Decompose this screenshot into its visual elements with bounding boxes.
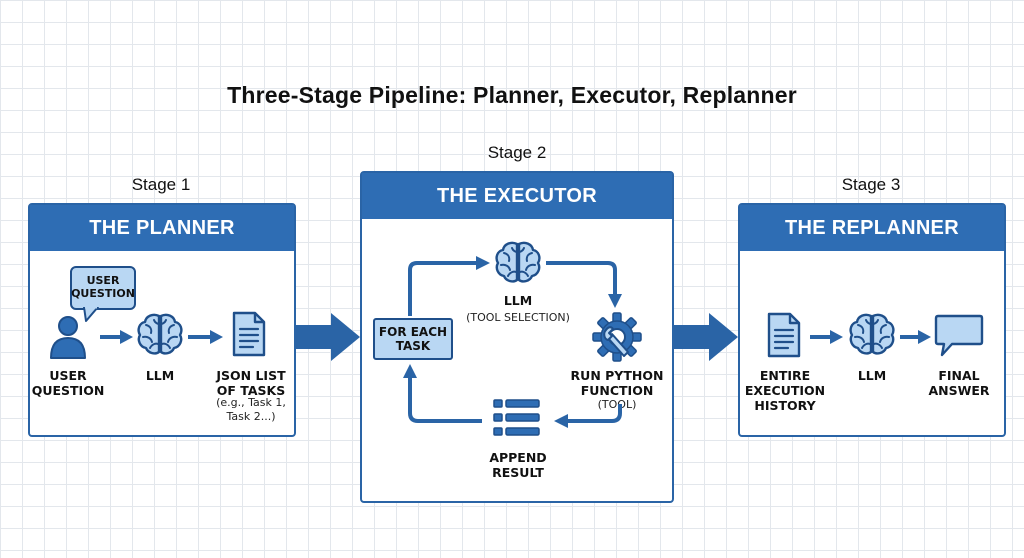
replanner-flow-arrows xyxy=(810,330,931,344)
brain-icon xyxy=(495,241,541,283)
run-python-label: RUN PYTHON FUNCTION xyxy=(570,368,664,398)
planner-flow-arrows xyxy=(100,330,223,344)
stage-3-label: Stage 3 xyxy=(841,175,901,194)
executor-loop-arrowheads xyxy=(403,256,622,428)
gear-wrench-icon xyxy=(592,312,642,362)
executor-header: THE EXECUTOR xyxy=(362,173,672,219)
for-each-task-label: FOR EACH TASK xyxy=(378,324,448,353)
chat-bubble-icon xyxy=(934,314,984,357)
execution-history-label: ENTIRE EXECUTION HISTORY xyxy=(744,368,826,413)
document-icon xyxy=(767,312,801,358)
stage-1-label: Stage 1 xyxy=(131,175,191,194)
brain-icon xyxy=(849,313,895,355)
user-question-bubble-text: USER QUESTION xyxy=(71,274,135,300)
final-answer-label: FINAL ANSWER xyxy=(928,368,990,398)
run-python-sub: (TOOL) xyxy=(597,398,637,411)
executor-llm-label: LLM xyxy=(503,293,533,308)
json-list-label: JSON LIST OF TASKS xyxy=(216,368,286,398)
for-each-task-box: FOR EACH TASK xyxy=(373,318,453,360)
executor-llm-sub: (TOOL SELECTION) xyxy=(466,311,570,324)
user-icon xyxy=(50,316,86,359)
planner-header: THE PLANNER xyxy=(30,205,294,251)
executor-loop-arrows xyxy=(408,261,622,423)
bubble-tail xyxy=(83,307,99,322)
brain-icon xyxy=(137,313,183,355)
user-question-label: USER QUESTION xyxy=(31,368,105,398)
diagram-title: Three-Stage Pipeline: Planner, Executor,… xyxy=(227,82,797,108)
json-list-example: (e.g., Task 1, Task 2...) xyxy=(216,396,286,423)
stage-2-label: Stage 2 xyxy=(487,143,547,162)
replanner-header: THE REPLANNER xyxy=(740,205,1004,251)
list-icon xyxy=(493,399,540,436)
replanner-llm-label: LLM xyxy=(857,368,887,383)
document-icon xyxy=(232,311,266,357)
stage-arrow-2-icon xyxy=(674,313,738,361)
stage-arrow-1-icon xyxy=(296,313,360,361)
append-result-label: APPEND RESULT xyxy=(489,450,547,480)
user-question-bubble: USER QUESTION xyxy=(70,266,136,310)
planner-llm-label: LLM xyxy=(145,368,175,383)
